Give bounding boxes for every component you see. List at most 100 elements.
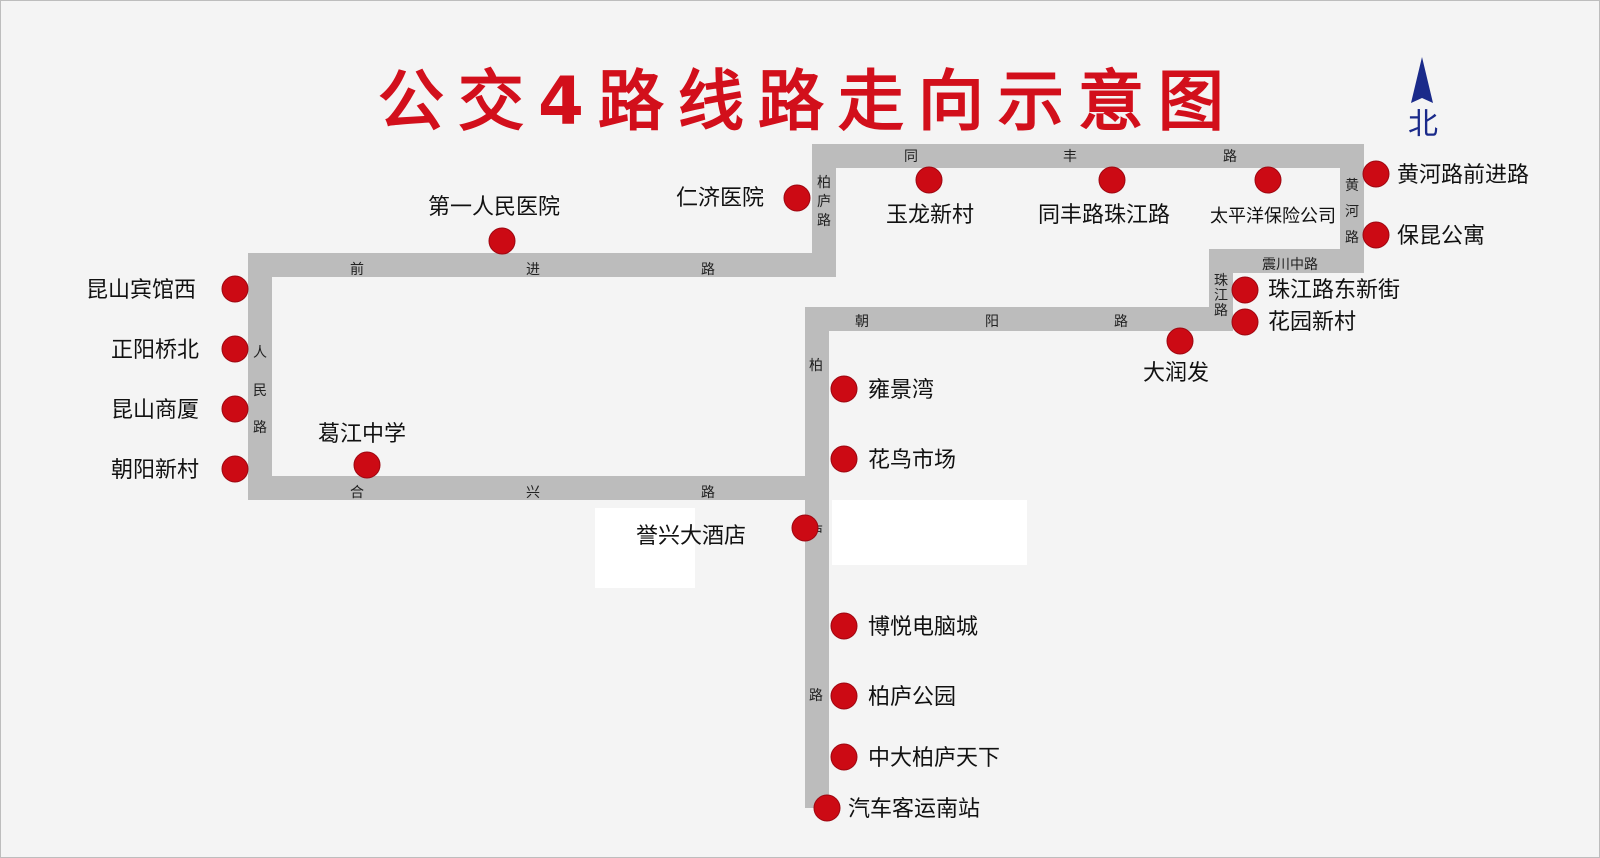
road-label-qianjin-1: 前 xyxy=(350,261,364,278)
route-line xyxy=(248,144,1364,808)
stop[interactable]: 汽车客运南站 xyxy=(813,794,980,822)
stop-marker[interactable] xyxy=(915,166,943,194)
blank-patch xyxy=(832,500,1027,565)
stop-label: 花鸟市场 xyxy=(868,448,956,473)
stop[interactable]: 誉兴大酒店 xyxy=(636,514,819,549)
stop-label: 雍景湾 xyxy=(868,378,934,403)
stop[interactable]: 黄河路前进路 xyxy=(1362,160,1529,188)
stop[interactable]: 花鸟市场 xyxy=(830,445,956,473)
stop-marker[interactable] xyxy=(813,794,841,822)
stop-marker[interactable] xyxy=(1362,160,1390,188)
road-label-renmin-2: 民 xyxy=(253,383,267,399)
road-label-bailu-north-1: 柏 xyxy=(817,175,831,191)
route-path xyxy=(248,144,1364,808)
stop-label: 黄河路前进路 xyxy=(1397,163,1529,188)
road-label-tongfeng-2: 丰 xyxy=(1063,149,1077,165)
road-label-chaoyang-1: 朝 xyxy=(855,314,869,330)
stop-label: 博悦电脑城 xyxy=(868,615,978,640)
stop-marker[interactable] xyxy=(830,682,858,710)
stop-marker[interactable] xyxy=(221,275,249,303)
stop-marker[interactable] xyxy=(221,335,249,363)
stop[interactable]: 大润发 xyxy=(1143,327,1209,386)
stop[interactable]: 柏庐公园 xyxy=(830,682,956,710)
stop[interactable]: 保昆公寓 xyxy=(1362,221,1485,249)
stop[interactable]: 仁济医院 xyxy=(676,184,811,212)
stop-marker[interactable] xyxy=(830,612,858,640)
stop[interactable]: 同丰路珠江路 xyxy=(1038,166,1170,228)
stop-marker[interactable] xyxy=(221,455,249,483)
stop-marker[interactable] xyxy=(783,184,811,212)
stop[interactable]: 昆山宾馆西 xyxy=(86,275,249,303)
stop[interactable]: 葛江中学 xyxy=(318,422,406,479)
stop-marker[interactable] xyxy=(791,514,819,542)
stop-marker[interactable] xyxy=(1166,327,1194,355)
stop-label: 大润发 xyxy=(1143,361,1209,386)
road-label-renmin-1: 人 xyxy=(253,345,267,361)
road-label-zhenchuan: 震川中路 xyxy=(1262,257,1318,273)
stop-label: 珠江路东新街 xyxy=(1268,278,1400,303)
road-label-hexing-3: 路 xyxy=(701,485,715,501)
stop[interactable]: 雍景湾 xyxy=(830,375,934,403)
stop[interactable]: 朝阳新村 xyxy=(111,455,249,483)
road-label-bailu-south-1: 柏 xyxy=(809,358,823,374)
stop-label: 第一人民医院 xyxy=(428,195,560,220)
stop[interactable]: 玉龙新村 xyxy=(886,166,974,228)
stop[interactable]: 太平洋保险公司 xyxy=(1210,166,1336,227)
stop-label: 汽车客运南站 xyxy=(848,797,980,822)
road-label-zhujiang-2: 江 xyxy=(1214,288,1228,304)
road-label-huanghe-3: 路 xyxy=(1345,230,1359,246)
stop-label: 仁济医院 xyxy=(676,186,764,211)
road-label-chaoyang-2: 阳 xyxy=(985,314,999,330)
route-path-loop xyxy=(248,253,829,500)
stop[interactable]: 中大柏庐天下 xyxy=(830,743,1000,771)
north-compass: 北 xyxy=(1408,57,1438,142)
road-label-qianjin-3: 路 xyxy=(701,262,715,278)
road-labels: 前 进 路 同 丰 路 人 民 路 合 兴 路 柏 庐 路 黄 河 路 震川中路… xyxy=(253,149,1359,704)
stop-label: 昆山商厦 xyxy=(111,398,199,423)
road-label-bailu-north-2: 庐 xyxy=(817,194,831,210)
stop-marker[interactable] xyxy=(1098,166,1126,194)
stop[interactable]: 正阳桥北 xyxy=(111,335,249,363)
stop-label: 花园新村 xyxy=(1268,310,1356,335)
road-label-hexing-2: 兴 xyxy=(526,485,540,501)
stop[interactable]: 昆山商厦 xyxy=(111,395,249,423)
north-arrow-icon xyxy=(1411,57,1433,103)
stop-label: 正阳桥北 xyxy=(111,338,199,363)
stop-marker[interactable] xyxy=(221,395,249,423)
stop-marker[interactable] xyxy=(1254,166,1282,194)
road-label-zhujiang-1: 珠 xyxy=(1214,273,1228,289)
north-label: 北 xyxy=(1408,107,1438,142)
stop-marker[interactable] xyxy=(353,451,381,479)
road-label-renmin-3: 路 xyxy=(253,420,267,436)
stop[interactable]: 第一人民医院 xyxy=(428,195,560,255)
stop-marker[interactable] xyxy=(1231,308,1259,336)
stop-marker[interactable] xyxy=(830,445,858,473)
road-label-chaoyang-3: 路 xyxy=(1114,314,1128,330)
road-label-qianjin-2: 进 xyxy=(526,262,540,278)
stop-label: 柏庐公园 xyxy=(868,685,956,710)
stop-label: 昆山宾馆西 xyxy=(86,278,196,303)
stop-label: 朝阳新村 xyxy=(111,458,199,483)
stop-marker[interactable] xyxy=(1231,276,1259,304)
road-label-hexing-1: 合 xyxy=(350,485,364,501)
stop-marker[interactable] xyxy=(830,743,858,771)
map-title: 公交4路线路走向示意图 xyxy=(378,63,1238,140)
stop-label: 葛江中学 xyxy=(318,422,406,447)
stop-marker[interactable] xyxy=(830,375,858,403)
road-label-zhujiang-3: 路 xyxy=(1214,303,1228,319)
stop-label: 太平洋保险公司 xyxy=(1210,206,1336,227)
road-label-bailu-north-3: 路 xyxy=(817,213,831,229)
stop-label: 誉兴大酒店 xyxy=(636,524,746,549)
stop-marker[interactable] xyxy=(488,227,516,255)
stop-label: 同丰路珠江路 xyxy=(1038,203,1170,228)
stop[interactable]: 博悦电脑城 xyxy=(830,612,978,640)
road-label-tongfeng-3: 路 xyxy=(1223,149,1237,165)
road-label-huanghe-2: 河 xyxy=(1345,204,1359,220)
stop[interactable]: 花园新村 xyxy=(1231,308,1356,336)
stop-marker[interactable] xyxy=(1362,221,1390,249)
stop-label: 玉龙新村 xyxy=(886,203,974,228)
stop[interactable]: 珠江路东新街 xyxy=(1231,276,1400,304)
road-label-tongfeng-1: 同 xyxy=(904,149,918,165)
stop-label: 中大柏庐天下 xyxy=(868,746,1000,771)
